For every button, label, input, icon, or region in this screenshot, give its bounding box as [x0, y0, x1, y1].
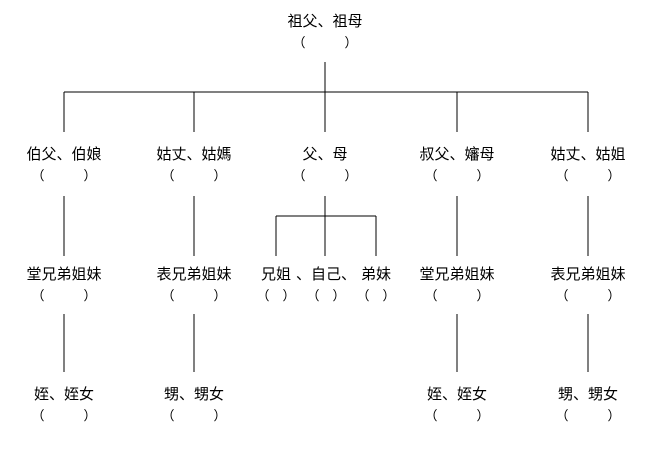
node-nephews-nieces-2: 姪、姪女 （ ）	[397, 385, 517, 425]
answer-blank: （ ）	[161, 169, 227, 184]
node-paternal-cousins-1: 堂兄弟姐妹 （ ）	[4, 265, 124, 305]
answer-blank: （ ）	[31, 409, 97, 424]
node-label: 堂兄弟姐妹	[26, 265, 102, 283]
node-label: 姪、姪女	[426, 385, 487, 403]
node-aunt-uncle-paternal-1: 姑丈、姑媽 （ ）	[134, 145, 254, 185]
answer-blank: （ ）	[306, 289, 346, 304]
node-uncle-aunt-paternal-elder: 伯父、伯娘 （ ）	[4, 145, 124, 185]
answer-blank: （ ）	[292, 169, 358, 184]
answer-blank: （ ）	[555, 169, 621, 184]
separator-comma: 、	[296, 265, 312, 283]
node-younger-siblings: 弟妹 （ ）	[346, 265, 406, 305]
node-paternal-cousins-2: 堂兄弟姐妹 （ ）	[397, 265, 517, 305]
node-cousins-1: 表兄弟姐妹 （ ）	[134, 265, 254, 305]
answer-blank: （ ）	[424, 289, 490, 304]
node-label: 姑丈、姑姐	[550, 145, 626, 163]
node-grandparents: 祖父、祖母 （ ）	[265, 12, 385, 52]
node-label: 伯父、伯娘	[26, 145, 102, 163]
node-label: 堂兄弟姐妹	[419, 265, 495, 283]
node-uncle-aunt-paternal-younger: 叔父、嬸母 （ ）	[397, 145, 517, 185]
node-cousins-2: 表兄弟姐妹 （ ）	[528, 265, 648, 305]
node-label-text: 自己	[311, 265, 342, 283]
node-elder-siblings: 兄姐 （ ）	[246, 265, 306, 305]
node-label: 甥、甥女	[557, 385, 618, 403]
node-label: 甥、甥女	[163, 385, 224, 403]
answer-blank: （ ）	[555, 409, 621, 424]
node-label: 弟妹	[360, 265, 391, 283]
answer-blank: （ ）	[256, 289, 296, 304]
node-label: 父、母	[302, 145, 348, 163]
node-label: 表兄弟姐妹	[156, 265, 232, 283]
node-label: 兄姐	[260, 265, 291, 283]
node-label: 姑丈、姑媽	[156, 145, 232, 163]
node-sisters-children-2: 甥、甥女 （ ）	[528, 385, 648, 425]
node-label: 叔父、嬸母	[419, 145, 495, 163]
node-nephews-nieces-1: 姪、姪女 （ ）	[4, 385, 124, 425]
node-label: 姪、姪女	[33, 385, 94, 403]
answer-blank: （ ）	[292, 36, 358, 51]
answer-blank: （ ）	[424, 169, 490, 184]
separator-comma: 、	[341, 265, 357, 283]
answer-blank: （ ）	[31, 289, 97, 304]
node-sisters-children-1: 甥、甥女 （ ）	[134, 385, 254, 425]
node-label: 、自己、	[296, 265, 356, 283]
answer-blank: （ ）	[424, 409, 490, 424]
node-label: 表兄弟姐妹	[550, 265, 626, 283]
answer-blank: （ ）	[555, 289, 621, 304]
node-self: 、自己、 （ ）	[296, 265, 356, 305]
node-label: 祖父、祖母	[287, 12, 363, 30]
answer-blank: （ ）	[161, 289, 227, 304]
node-aunt-uncle-paternal-2: 姑丈、姑姐 （ ）	[528, 145, 648, 185]
answer-blank: （ ）	[161, 409, 227, 424]
answer-blank: （ ）	[356, 289, 396, 304]
answer-blank: （ ）	[31, 169, 97, 184]
node-parents: 父、母 （ ）	[265, 145, 385, 185]
